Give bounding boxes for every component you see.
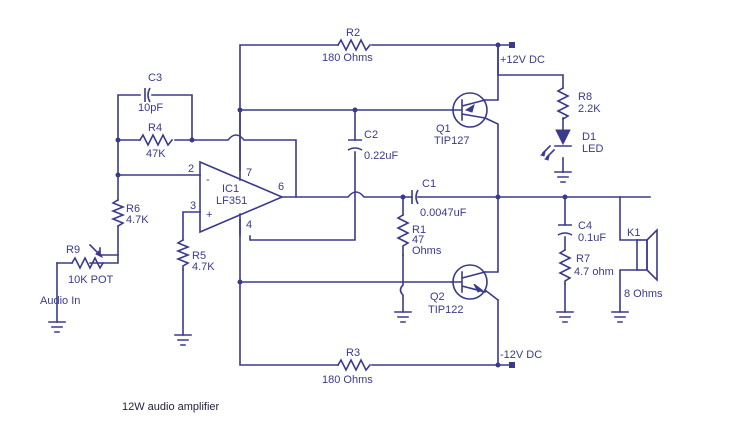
- pin-4: 4: [246, 219, 252, 231]
- ic1-ref: IC1: [222, 183, 239, 195]
- capacitor-c4-symbol: [557, 224, 573, 236]
- d1-value: LED: [582, 143, 603, 155]
- k1-ref: K1: [627, 227, 640, 239]
- pin-minus: -: [206, 174, 210, 186]
- r2-value: 180 Ohms: [322, 52, 373, 64]
- c3-ref: C3: [148, 72, 162, 84]
- resistor-r2-symbol: [336, 38, 372, 52]
- r5-value: 4.7K: [192, 261, 215, 273]
- c4-value: 0.1uF: [578, 232, 606, 244]
- c2-ref: C2: [364, 129, 378, 141]
- led-d1-symbol: [539, 129, 572, 161]
- transistor-q2-symbol: [451, 264, 488, 300]
- transistor-q1-symbol: [451, 92, 488, 128]
- c1-value: 0.0047uF: [420, 207, 467, 219]
- resistor-r1-symbol: [396, 213, 410, 256]
- r9-value: 10K POT: [68, 274, 114, 286]
- capacitor-c1-symbol: [411, 189, 419, 205]
- c3-value: 10pF: [138, 102, 163, 114]
- r1-unit: Ohms: [412, 245, 442, 257]
- speaker-k1-symbol: [636, 228, 658, 282]
- pin-7: 7: [246, 167, 252, 179]
- q2-ref: Q2: [430, 291, 445, 303]
- k1-value: 8 Ohms: [624, 288, 663, 300]
- r6-value: 4.7K: [126, 214, 149, 226]
- potentiometer-r9-symbol: [70, 243, 105, 270]
- resistor-r4-symbol: [138, 133, 174, 147]
- d1-ref: D1: [582, 131, 596, 143]
- r3-value: 180 Ohms: [322, 374, 373, 386]
- capacitor-c2-symbol: [347, 139, 363, 151]
- junctions: [115, 42, 568, 368]
- r1-ref: R1: [412, 224, 426, 236]
- r1-value: 47: [412, 234, 424, 246]
- r4-ref: R4: [148, 122, 162, 134]
- q2-value: TIP122: [428, 304, 463, 316]
- resistor-r6-symbol: [110, 198, 126, 228]
- pin-3: 3: [190, 200, 196, 212]
- opamp-ic1-symbol: [199, 109, 285, 234]
- pin-plus: +: [206, 209, 212, 221]
- capacitor-c3-symbol: [144, 87, 151, 103]
- component-labels: R2 180 Ohms R3 180 Ohms C3 10pF R4 47K 2…: [40, 27, 663, 386]
- r4-value: 47K: [146, 148, 166, 160]
- r5-ref: R5: [192, 250, 206, 262]
- c2-value: 0.22uF: [364, 150, 399, 162]
- resistor-r3-symbol: [336, 358, 372, 372]
- neg-supply-label: -12V DC: [500, 349, 542, 361]
- pin-6: 6: [278, 181, 284, 193]
- resistor-r7-symbol: [558, 248, 572, 285]
- r8-ref: R8: [578, 91, 592, 103]
- c1-ref: C1: [422, 178, 436, 190]
- q1-ref: Q1: [436, 123, 451, 135]
- ic1-value: LF351: [216, 195, 247, 207]
- audio-in-label: Audio In: [40, 295, 80, 307]
- r7-value: 4.7 ohm: [574, 266, 614, 278]
- r3-ref: R3: [346, 347, 360, 359]
- resistor-r8-symbol: [556, 86, 570, 121]
- r7-ref: R7: [576, 253, 590, 265]
- r6-ref: R6: [126, 203, 140, 215]
- q1-value: TIP127: [434, 135, 469, 147]
- caption: 12W audio amplifier: [122, 401, 220, 413]
- r8-value: 2.2K: [578, 103, 601, 115]
- c4-ref: C4: [578, 220, 592, 232]
- r2-ref: R2: [346, 27, 360, 39]
- ground-icons: [48, 171, 629, 346]
- pos-supply-label: +12V DC: [500, 54, 545, 66]
- r9-ref: R9: [66, 244, 80, 256]
- pin-2: 2: [188, 163, 194, 175]
- resistor-r5-symbol: [175, 238, 191, 271]
